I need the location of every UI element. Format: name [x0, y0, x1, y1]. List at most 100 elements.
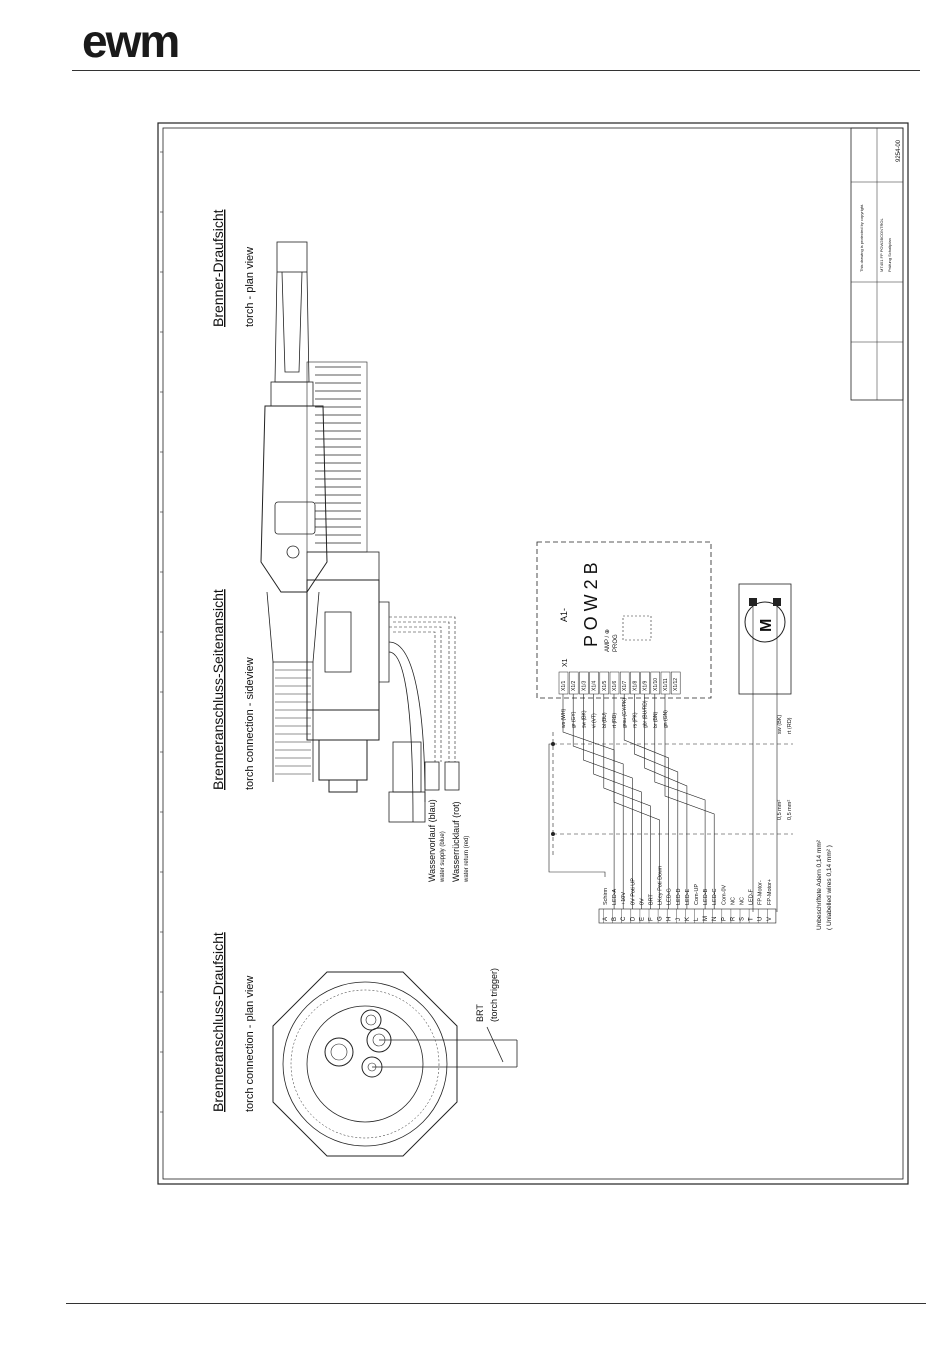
- pin-label: J: [676, 918, 682, 921]
- connector-side-drawing: [306, 361, 460, 823]
- water-return-sublabel: water return (red): [464, 836, 470, 883]
- pin-label: D: [630, 916, 636, 921]
- terminal-box: [609, 671, 620, 695]
- footer-divider: [66, 1303, 926, 1304]
- pin-label: K: [685, 917, 691, 921]
- terminal-box: [599, 671, 610, 695]
- wire-color-label: ws (WH): [561, 709, 567, 728]
- terminal-label: X1/3: [581, 680, 587, 691]
- terminal-label: X1/10: [653, 678, 659, 691]
- module-name: A1-: [559, 608, 569, 622]
- module-model: P O W 2 B: [581, 562, 601, 647]
- pin-label: U: [758, 917, 764, 921]
- terminal-label: X1/2: [571, 680, 577, 691]
- wire-color-label: br (BN): [653, 712, 659, 728]
- pin-label: P: [721, 917, 727, 921]
- pin-label: C: [621, 916, 627, 921]
- sheet-frame: [157, 122, 909, 1185]
- terminal-label: X1/8: [632, 680, 638, 691]
- title-block-copyright: This drawing is protected by copyright.: [859, 204, 864, 272]
- pin-label: T: [749, 917, 755, 921]
- wire: [664, 694, 715, 909]
- water-return-label: Wasserrücklauf (rot): [451, 801, 461, 882]
- signal-label: NC: [730, 897, 736, 905]
- torch-plan-subtitle: torch - plan view: [244, 247, 256, 327]
- signal-label: 0V: [639, 898, 645, 905]
- terminal-box: [619, 671, 630, 695]
- motor-symbol: M: [758, 619, 775, 632]
- pin-label: V: [767, 917, 773, 921]
- terminal-label: X1/12: [673, 678, 679, 691]
- title-block-number: 9254-00: [896, 139, 902, 162]
- signal-label: LED-F: [749, 888, 755, 905]
- pin-label: N: [712, 917, 718, 921]
- terminal-box: [640, 671, 650, 695]
- wire: [603, 694, 651, 909]
- terminal-box: [650, 671, 661, 695]
- module-connector: X1: [562, 658, 569, 667]
- terminal-label: X1/11: [663, 678, 669, 691]
- terminal-label: X1/5: [602, 680, 608, 691]
- module-amp: AMP / ⊕: [605, 629, 611, 652]
- torch-plan-title: Brenner-Draufsicht: [210, 209, 226, 327]
- wire-color-label: gr (GY): [571, 711, 577, 728]
- pin-label: M: [703, 916, 709, 921]
- wire: [583, 694, 633, 909]
- ewm-logo: ewm: [82, 15, 180, 67]
- pin-label: F: [649, 917, 655, 921]
- signal-label: Com-UP: [694, 884, 700, 905]
- title-block-check: Prüfung Schaltplan: [887, 238, 892, 272]
- motor-wire-1: sw (BK): [777, 715, 783, 734]
- signal-label: Schirm: [603, 887, 609, 905]
- pin-label: B: [612, 917, 618, 921]
- cross-section-1: 0,5 mm²: [777, 800, 783, 820]
- signal-label: BRT: [649, 893, 655, 905]
- signal-label: NC: [740, 897, 746, 905]
- trigger-label: BRT: [475, 1004, 485, 1022]
- wire-note: Unbeschriftete Adern 0,14 mm²: [816, 839, 823, 930]
- wire-color-label: gn (GN): [663, 710, 669, 728]
- pin-label: H: [667, 917, 673, 921]
- motor-wire-2: rt (RD): [787, 717, 793, 734]
- wire-color-label: rs (PK): [632, 712, 638, 728]
- wire: [644, 694, 688, 909]
- signal-label: LED-A: [612, 888, 618, 905]
- wire-harness: [562, 694, 715, 909]
- terminal-label: X1/6: [612, 680, 618, 691]
- signal-label: LED-E: [685, 888, 691, 905]
- terminal-label: X1/1: [561, 680, 567, 691]
- water-supply-label: Wasservorlauf (blau): [427, 799, 437, 882]
- signal-label: 0V Poti UP: [630, 878, 636, 905]
- connector-plan-drawing: [272, 971, 518, 1157]
- terminal-box: [589, 671, 599, 695]
- signal-label: LKey Poti Down: [658, 866, 664, 905]
- connector-plan-title: Brenneranschluss-Draufsicht: [210, 932, 226, 1112]
- wire-color-label: sw (BK): [581, 710, 587, 728]
- terminal-box: [670, 671, 681, 695]
- wire: [623, 694, 669, 909]
- wire-color-label: vi (VT): [592, 713, 598, 728]
- pin-label: G: [658, 916, 664, 921]
- module-prog: PROG: [613, 634, 619, 652]
- terminal-label: X1/9: [643, 680, 649, 691]
- connector-side-subtitle: torch connection - sideview: [244, 657, 256, 790]
- signal-label: LED-C: [712, 888, 718, 905]
- signal-label: +10V: [621, 892, 627, 905]
- pin-strip-frame: [598, 908, 777, 924]
- signal-label: LED-G: [667, 888, 673, 905]
- trigger-sublabel: (torch trigger): [489, 968, 499, 1022]
- wire: [562, 694, 615, 909]
- connector-plan-subtitle: torch connection - plan view: [244, 976, 256, 1112]
- wire-color-label: grau (GY/PK): [622, 698, 628, 728]
- signal-label: LED-D: [676, 888, 682, 905]
- terminal-label: X1/4: [592, 680, 598, 691]
- cross-section-2: 0,5 mm²: [787, 800, 793, 820]
- wire: [593, 694, 642, 909]
- motor: M sw (BK) rt (RD) 0,5 mm² 0,5 mm²: [738, 583, 793, 912]
- wire-color-labels: ws (WH)gr (GY)sw (BK)vi (VT)bl (BU)rt (R…: [561, 698, 669, 728]
- wire-color-label: rt (RD): [612, 713, 618, 728]
- signal-label: FP-Motor+: [767, 879, 773, 905]
